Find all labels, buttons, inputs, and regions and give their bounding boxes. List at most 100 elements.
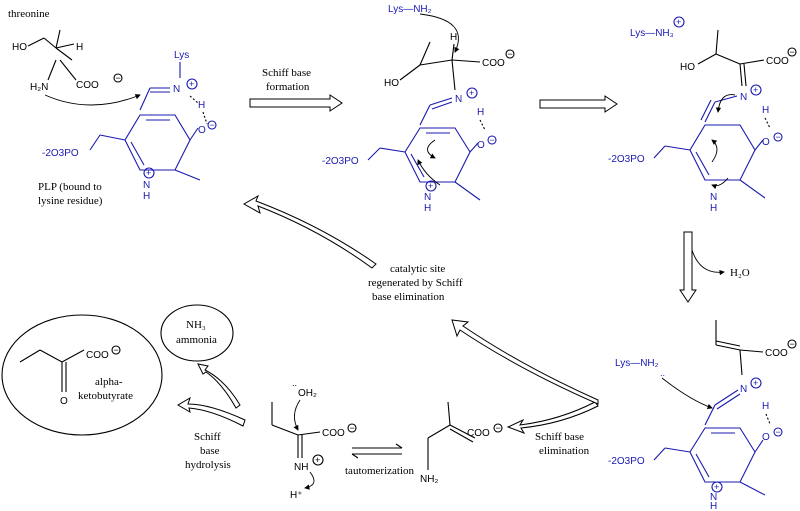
- svg-text:H: H: [762, 401, 769, 412]
- h-atom-1: H: [198, 100, 205, 111]
- external-aldimine-structure: Lys—NH₂ HO H COO − N + H O − N H + -2O: [322, 4, 515, 214]
- lys-nh2-4: Lys—NH₂: [615, 358, 659, 369]
- ho-atom-3: HO: [680, 62, 695, 73]
- cat-label-line1: catalytic site: [390, 263, 445, 275]
- h-atom: H: [76, 42, 83, 53]
- step3-arrow: H₂O: [679, 231, 750, 303]
- regeneration-arrow: catalytic site regenerated by Schiff bas…: [242, 194, 599, 405]
- plp-label-line1: PLP (bound to: [38, 181, 102, 193]
- phosphate-4: -2O3PO: [608, 456, 645, 467]
- quinonoid-structure: Lys—NH₃ + HO COO − N + H O − N H -2O3PO: [608, 16, 797, 214]
- svg-text:H: H: [710, 501, 717, 511]
- amine-n: H₂N: [30, 82, 48, 93]
- tautomerization-arrows: tautomerization: [345, 443, 415, 477]
- svg-text:+: +: [714, 482, 719, 492]
- svg-text:H: H: [477, 107, 484, 118]
- step1-label-line2: formation: [266, 81, 310, 93]
- amine-nh2-5: NH₂: [420, 474, 438, 485]
- ammonia-label: ammonia: [176, 334, 217, 346]
- elim-label-line2: elimination: [539, 445, 590, 457]
- lys-attack-arrow: [419, 13, 460, 53]
- svg-text:H: H: [762, 105, 769, 116]
- svg-text:H: H: [710, 203, 717, 214]
- plp-label-line2: lysine residue): [38, 195, 103, 207]
- svg-text:+: +: [146, 168, 151, 178]
- nh3-label: NH₃: [186, 319, 206, 331]
- taut-label: tautomerization: [345, 465, 415, 477]
- svg-text:+: +: [315, 455, 320, 465]
- pyridine-n-1: N: [143, 180, 150, 191]
- step1-label-line1: Schiff base: [262, 67, 311, 79]
- coo-group-6: COO: [322, 428, 345, 439]
- svg-text:−: −: [776, 132, 781, 142]
- svg-text:−: −: [490, 135, 495, 145]
- svg-text:−: −: [350, 423, 355, 433]
- akb-label-line2: ketobutyrate: [78, 390, 133, 402]
- svg-text:+: +: [753, 85, 758, 95]
- hyd-label-line2: base: [200, 445, 220, 457]
- svg-text:−: −: [790, 339, 795, 349]
- imine-n-2: N: [455, 94, 462, 105]
- coo-group-4: COO: [765, 348, 788, 359]
- ho-atom: HO: [12, 42, 27, 53]
- step1-arrow: Schiff base formation: [249, 67, 343, 112]
- ammonia-product: NH₃ ammonia: [160, 304, 234, 362]
- svg-text:−: −: [790, 47, 795, 57]
- ho-atom-2: HO: [384, 78, 399, 89]
- phenolate-o-4: O: [762, 432, 770, 443]
- lys-nh2-2: Lys—NH₂: [388, 4, 432, 15]
- svg-text:..: ..: [292, 378, 297, 388]
- elim-label-line1: Schiff base: [535, 431, 584, 443]
- ketobutyrate-product: O COO − alpha- ketobutyrate: [1, 314, 163, 436]
- coo-group-3: COO: [766, 56, 789, 67]
- threonine-structure: threonine HO H H₂N COO −: [8, 8, 141, 106]
- imine-n-1: N: [173, 84, 180, 95]
- akb-label-line1: alpha-: [95, 376, 123, 388]
- svg-text:+: +: [428, 181, 433, 191]
- phenolate-o-1: O: [198, 125, 206, 136]
- coo-charge: −: [116, 73, 121, 83]
- pyridine-n-4: N: [710, 492, 717, 503]
- phosphate-2: -2O3PO: [322, 156, 359, 167]
- coo-group-5: COO: [467, 428, 490, 439]
- imine-n-3: N: [740, 92, 747, 103]
- svg-text:+: +: [469, 88, 474, 98]
- cat-label-line2: regenerated by Schiff: [368, 277, 463, 289]
- aminocrotonate-aldimine-structure: COO − Lys—NH₂ .. N + H O − N H + -2O3PO: [608, 320, 797, 511]
- lys-nh3-3: Lys—NH₃: [630, 28, 674, 39]
- aminocrotonate-structure: COO − NH₂: [420, 401, 503, 485]
- phosphate-3: -2O3PO: [608, 154, 645, 165]
- svg-text:H: H: [143, 191, 150, 202]
- svg-text:+: +: [189, 79, 194, 89]
- svg-text:−: −: [210, 120, 215, 130]
- elimination-arrow: Schiff base elimination: [506, 401, 599, 457]
- iminium-structure: OH₂ .. COO − NH + H⁺: [271, 378, 357, 501]
- hyd-label-line1: Schiff: [194, 431, 221, 443]
- pyridine-n-2: N: [424, 192, 431, 203]
- svg-text:−: −: [496, 423, 501, 433]
- pyridine-n-3: N: [710, 192, 717, 203]
- svg-text:+: +: [676, 17, 681, 27]
- water-label: H₂O: [730, 267, 750, 279]
- imine-n-4: N: [740, 384, 747, 395]
- coo-group: COO: [76, 80, 99, 91]
- svg-text:H: H: [424, 203, 431, 214]
- hydrolysis-arrow: Schiff base hydrolysis: [177, 363, 246, 471]
- keto-o: O: [60, 396, 68, 407]
- coo-group-2: COO: [482, 58, 505, 69]
- proton-h: H⁺: [290, 490, 303, 501]
- step2-arrow: [539, 95, 618, 113]
- hyd-label-line3: hydrolysis: [185, 459, 231, 471]
- svg-text:−: −: [776, 427, 781, 437]
- svg-text:−: −: [508, 49, 513, 59]
- svg-text:+: +: [753, 378, 758, 388]
- phenolate-o-3: O: [762, 137, 770, 148]
- svg-text:..: ..: [660, 368, 665, 378]
- plp-structure-1: Lys N + H O − N H + -2O3PO PLP (bound to…: [38, 50, 217, 207]
- lys-label-1: Lys: [174, 50, 189, 61]
- phosphate-1: -2O3PO: [42, 148, 79, 159]
- coo-group-7: COO: [86, 350, 109, 361]
- water-oh2: OH₂: [298, 388, 317, 399]
